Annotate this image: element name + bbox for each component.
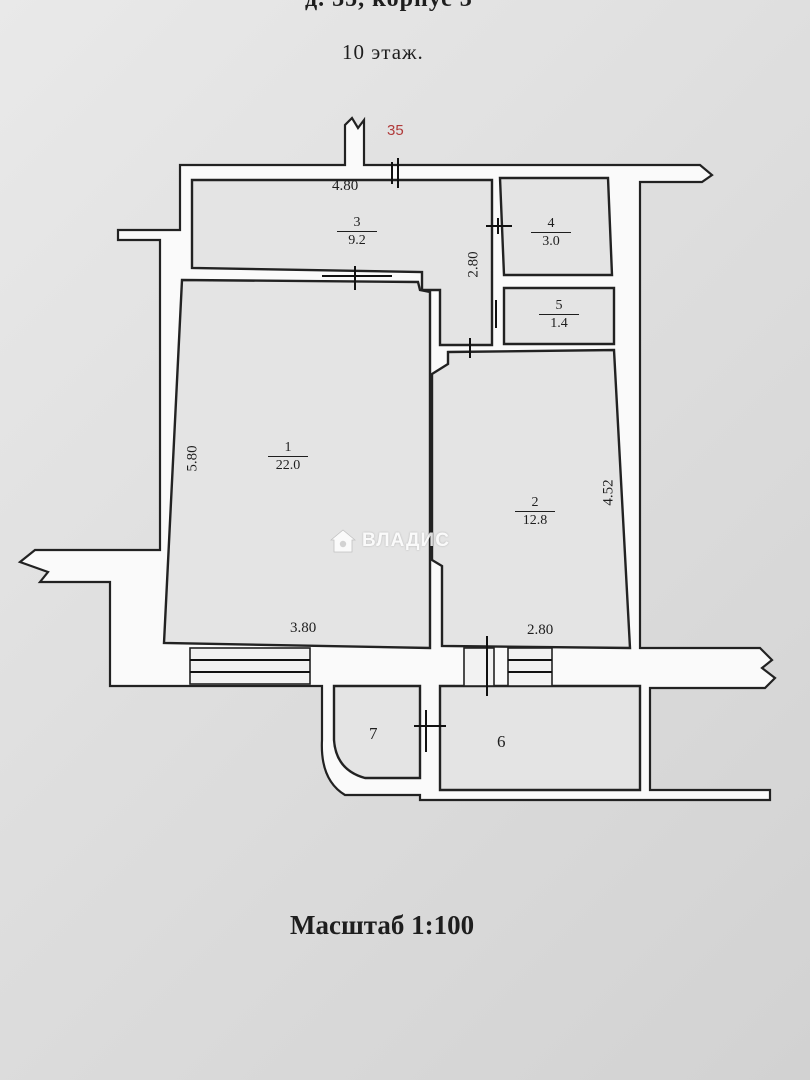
room-7-outline bbox=[332, 684, 422, 780]
watermark: ВЛАДИС bbox=[330, 528, 450, 554]
watermark-text: ВЛАДИС bbox=[362, 530, 450, 551]
room-4-area: 3.0 bbox=[542, 234, 560, 249]
room-4-number: 4 bbox=[531, 216, 571, 233]
scale-label: Масштаб 1:100 bbox=[290, 910, 475, 940]
room-2-outline bbox=[430, 348, 632, 650]
house-icon bbox=[330, 529, 356, 553]
room-7-number: 7 bbox=[369, 724, 378, 743]
room-1-outline bbox=[162, 278, 432, 650]
room-3-area: 9.2 bbox=[348, 233, 366, 248]
room-5-number: 5 bbox=[539, 298, 579, 315]
stairs-right bbox=[463, 647, 553, 687]
stairs-left bbox=[189, 647, 311, 685]
dimension-room1-height: 5.80 bbox=[184, 445, 201, 472]
room-5-label: 5 1.4 bbox=[539, 298, 579, 331]
room-6-outline bbox=[438, 684, 642, 792]
room-3-label: 3 9.2 bbox=[337, 215, 377, 248]
dimension-room2-height: 4.52 bbox=[600, 479, 617, 506]
room-1-area: 22.0 bbox=[275, 458, 301, 473]
door-marks bbox=[322, 158, 512, 752]
room-6-number: 6 bbox=[497, 732, 506, 751]
dimension-room2-width: 2.80 bbox=[527, 622, 554, 638]
room-4-label: 4 3.0 bbox=[531, 216, 571, 249]
room-2-area: 12.8 bbox=[522, 513, 548, 528]
floor-label: 10 этаж. bbox=[342, 40, 424, 64]
room-1-number: 1 bbox=[268, 440, 308, 457]
room-3-number: 3 bbox=[337, 215, 377, 232]
room-2-number: 2 bbox=[515, 495, 555, 512]
room-3-outline bbox=[190, 178, 494, 347]
entrance-number: 35 bbox=[387, 122, 404, 139]
building-address: д. 35, корпус 3 bbox=[305, 0, 473, 13]
room-4-outline bbox=[498, 176, 614, 277]
room-2-label: 2 12.8 bbox=[515, 495, 555, 528]
dimension-room3-width: 4.80 bbox=[332, 178, 359, 194]
room-1-label: 1 22.0 bbox=[268, 440, 308, 473]
dimension-room1-width: 3.80 bbox=[290, 620, 317, 636]
dimension-corridor: 2.80 bbox=[465, 251, 482, 278]
page-header: д. 35, корпус 3 10 этаж. bbox=[0, 0, 810, 120]
room-5-outline bbox=[502, 286, 616, 346]
room-5-area: 1.4 bbox=[550, 316, 568, 331]
